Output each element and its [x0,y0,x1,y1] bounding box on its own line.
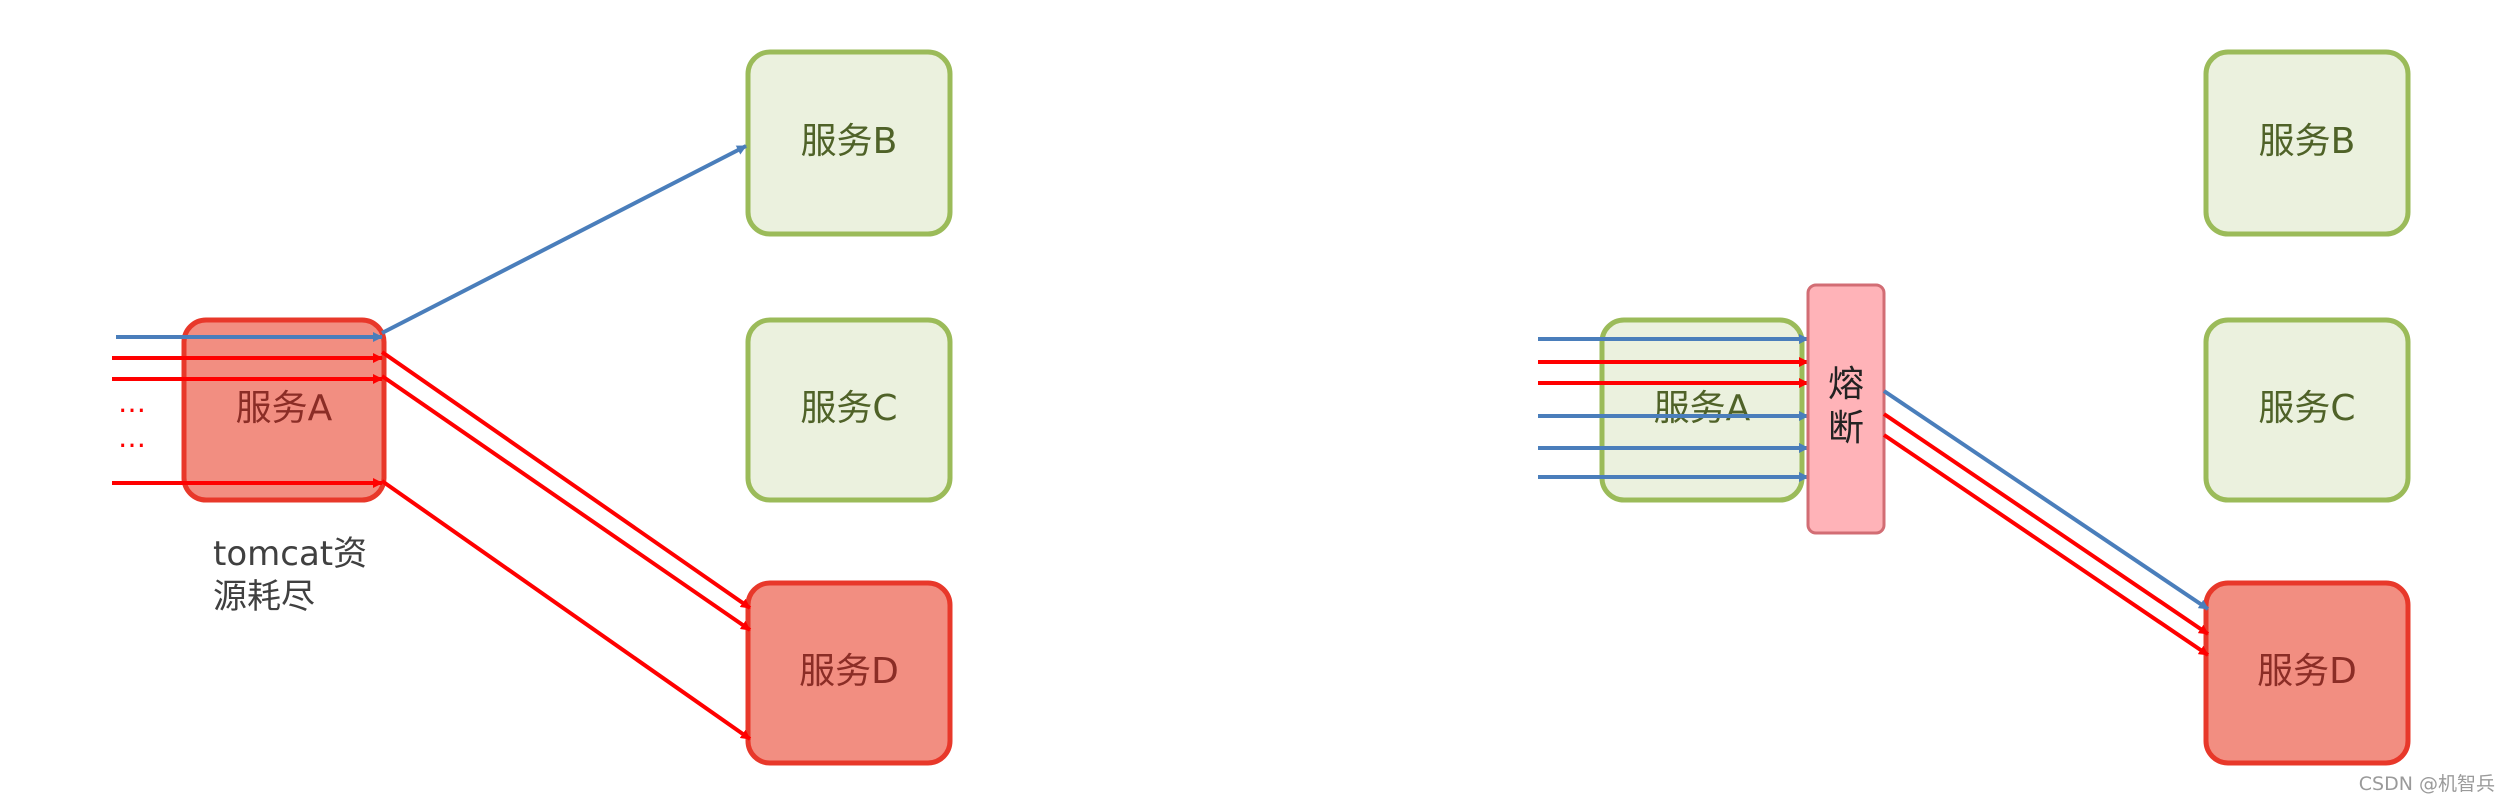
circuit-breaker-box: 熔 断 [1806,283,1886,535]
left-a-to-b-arrow [381,144,747,335]
right-service-b-label: 服务B [2259,121,2356,162]
right-service-c-label: 服务C [2258,388,2355,429]
right-breaker-to-d-red-arrow-2 [1882,433,2210,657]
left-scenario: 服务B 服务C 服务D 服务A … … tomcat资 源耗尽 [112,49,953,766]
right-service-d-box: 服务D [2203,580,2411,766]
circuit-breaker-char-2: 断 [1828,408,1864,449]
right-service-d-label: 服务D [2257,651,2357,692]
right-service-c-box: 服务C [2203,317,2411,503]
left-a-to-d-arrow-3 [380,479,752,741]
left-a-to-d-arrow-2 [380,374,752,632]
left-note-line-2: 源耗尽 [213,577,315,617]
right-breaker-to-d-red-arrow-1 [1882,412,2210,636]
watermark-text: CSDN @机智兵 [2359,773,2495,795]
left-service-d-box: 服务D [745,580,953,766]
left-service-a-box: 服务A [181,317,387,503]
left-service-c-label: 服务C [800,388,897,429]
right-service-b-box: 服务B [2203,49,2411,237]
left-service-b-box: 服务B [745,49,953,237]
right-scenario: 服务B 服务C 服务D 服务A 熔 断 [1538,49,2411,766]
left-a-to-d-arrow-1 [380,350,752,610]
right-service-a-label: 服务A [1654,388,1751,429]
left-service-c-box: 服务C [745,317,953,503]
right-breaker-to-d-blue-arrow [1882,389,2210,611]
right-service-a-box: 服务A [1599,317,1805,503]
left-service-d-label: 服务D [799,651,899,692]
left-ellipsis-2: … [118,421,146,454]
left-ellipsis-1: … [118,386,146,419]
left-note-line-1: tomcat资 [213,534,367,574]
left-service-a-label: 服务A [236,388,333,429]
left-service-b-label: 服务B [801,121,898,162]
circuit-breaker-char-1: 熔 [1828,364,1864,405]
